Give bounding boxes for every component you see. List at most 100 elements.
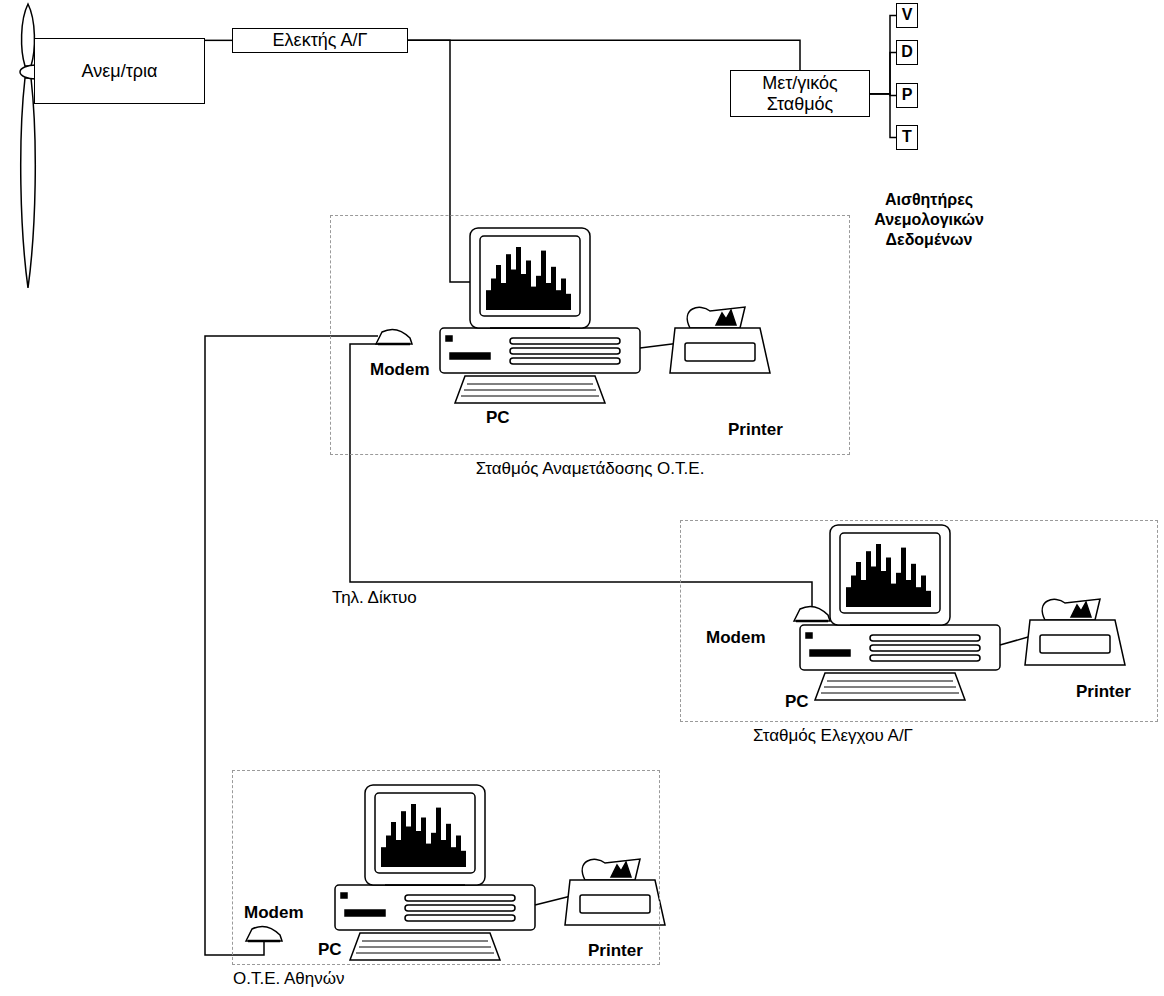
chart-bar <box>396 840 401 867</box>
key-row <box>359 947 491 948</box>
rotor-blade <box>21 78 36 288</box>
box-label: V <box>902 6 913 24</box>
chart-bar <box>561 279 566 311</box>
station-group: Σταθμός Αναμετάδοσης Ο.Τ.Ε. <box>330 215 850 455</box>
chart-bar <box>916 587 921 607</box>
power-led <box>446 336 452 341</box>
keyboard <box>455 376 605 403</box>
workstation-illustration <box>794 525 1125 700</box>
chart-bar <box>386 836 391 868</box>
chart-bar <box>556 290 561 310</box>
printer-panel <box>1040 635 1110 653</box>
chart-bar <box>391 822 396 867</box>
station-caption: Σταθμός Ελεγχου Α/Γ <box>753 726 913 746</box>
pc-case <box>335 885 535 930</box>
chart-bar <box>491 279 496 311</box>
chart-bar <box>886 558 891 608</box>
signal-wire <box>232 941 264 955</box>
modem-base <box>796 620 828 623</box>
chart-bar <box>406 827 411 868</box>
vent-slot <box>870 655 980 661</box>
station-caption: Ο.Τ.Ε. Αθηνών <box>233 969 345 989</box>
vent-slot <box>405 895 515 901</box>
process-box: Μετ/γικός Σταθμός <box>730 70 870 117</box>
chart-bar <box>851 576 856 608</box>
sensor-box: P <box>896 83 918 108</box>
sensor-caption: Αισθητήρες Ανεμολογικών Δεδομένων <box>858 190 1000 250</box>
printer-paper <box>1042 599 1100 620</box>
chart-bar <box>381 847 386 867</box>
printed-chart <box>611 862 631 877</box>
vent-slot <box>870 645 980 651</box>
vent-slot <box>405 915 515 921</box>
chart-bar <box>896 573 901 607</box>
chart-bar <box>411 804 416 867</box>
chart-bar <box>431 833 436 867</box>
key-row <box>464 390 596 391</box>
printer-body <box>670 328 770 373</box>
device-label: PC <box>785 692 809 712</box>
chart-bar <box>876 544 881 607</box>
signal-wire <box>680 582 812 607</box>
chart-bar <box>871 567 876 608</box>
chart-bar <box>521 274 526 310</box>
sensor-box: D <box>896 40 918 65</box>
connector-line <box>870 53 896 94</box>
box-label: Ελεκτής Α/Γ <box>273 30 368 51</box>
monitor-stand <box>850 624 930 626</box>
workstation-illustration <box>246 785 665 960</box>
chart-bar <box>501 283 506 310</box>
modem <box>376 330 412 344</box>
key-row <box>467 384 593 385</box>
monitor-screen <box>840 533 940 613</box>
device-label: PC <box>486 408 510 428</box>
monitor <box>830 525 950 625</box>
monitor-stand <box>490 327 570 329</box>
chart-bar <box>861 580 866 607</box>
chart-bar <box>881 571 886 607</box>
keyboard <box>815 673 965 700</box>
chart-bar <box>566 294 571 310</box>
power-led <box>806 633 812 638</box>
workstation-illustration <box>376 228 770 403</box>
printer-panel <box>685 343 755 361</box>
printer-panel <box>580 895 650 913</box>
monitor <box>365 785 485 885</box>
vent-slot <box>870 635 980 641</box>
station-caption: Σταθμός Αναμετάδοσης Ο.Τ.Ε. <box>331 459 849 479</box>
printer-paper <box>687 307 745 328</box>
drive-slot <box>345 910 385 916</box>
edge-label: Τηλ. Δίκτυο <box>330 588 419 608</box>
modem <box>794 607 830 621</box>
key-row <box>827 681 953 682</box>
chart-bar <box>926 591 931 607</box>
chart-bar <box>856 562 861 607</box>
device-label: PC <box>318 940 342 960</box>
monitor-screen <box>480 236 580 316</box>
pc-case <box>440 328 640 373</box>
chart-bar <box>921 576 926 608</box>
modem <box>246 927 282 941</box>
connector-line <box>408 40 800 70</box>
monitor-screen <box>375 793 475 873</box>
device-label: Printer <box>728 420 783 440</box>
vent-slot <box>510 338 620 344</box>
connector-line <box>205 40 232 42</box>
vent-slot <box>405 905 515 911</box>
box-label: Ανεμ/τρια <box>82 61 158 82</box>
key-row <box>362 941 488 942</box>
chart-bar <box>516 247 521 310</box>
sensor-box: T <box>896 125 918 150</box>
chart-bar <box>866 551 871 607</box>
vent-slot <box>510 348 620 354</box>
rotor-blade <box>22 4 35 66</box>
monitor-stand <box>385 884 465 886</box>
chart-bar <box>551 267 556 310</box>
connector-line <box>870 16 896 94</box>
chart-bar <box>541 251 546 310</box>
chart-bar <box>511 270 516 311</box>
chart-bar <box>891 584 896 607</box>
chart-bar <box>506 254 511 310</box>
